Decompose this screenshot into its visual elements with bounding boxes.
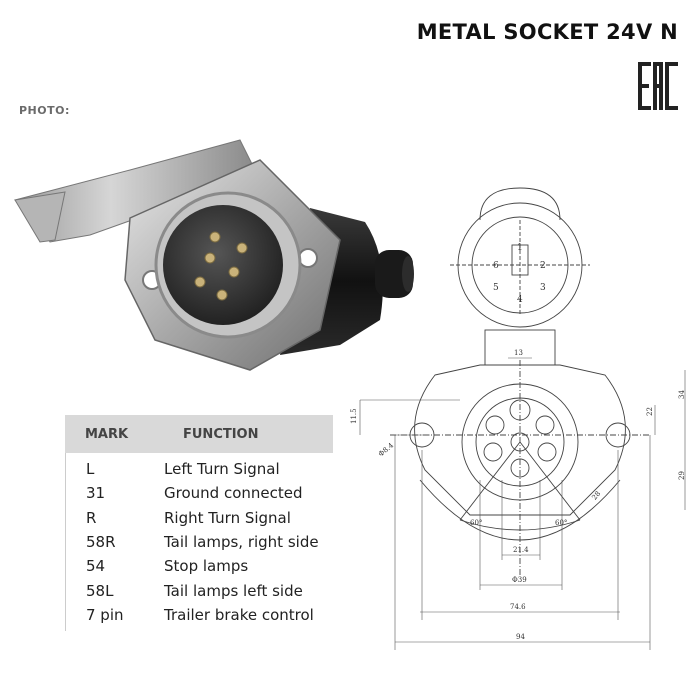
dim-94: 94 [516,633,525,641]
table-row: R Right Turn Signal [66,506,333,530]
header-mark: MARK [85,426,129,442]
eac-certification-mark [638,62,678,110]
table-row: 31 Ground connected [66,481,333,505]
row-function: Tail lamps, right side [164,533,319,552]
dim-22: 22 [646,407,654,416]
header-function: FUNCTION [183,426,259,442]
table-row: L Left Turn Signal [66,457,333,481]
dim-29: 29 [678,471,686,480]
pin-number: 5 [493,283,499,293]
dim-28: 28 [590,490,602,502]
row-mark: R [86,508,97,527]
table-row: 58R Tail lamps, right side [66,530,333,554]
pin-number: 1 [517,243,523,253]
dim-34: 34 [678,390,686,399]
dim-21-4: 21.4 [513,546,529,554]
table-body: L Left Turn Signal 31 Ground connected R… [65,453,333,632]
dim-11-5: 11.5 [350,408,358,424]
dim-hole: Φ8.4 [377,441,395,458]
row-function: Tail lamps left side [164,581,303,600]
row-mark: 54 [86,557,106,576]
row-mark: L [86,460,95,479]
product-title: METAL SOCKET 24V N [416,20,678,44]
row-function: Right Turn Signal [164,508,291,527]
row-function: Left Turn Signal [164,460,280,479]
row-mark: 7 pin [86,605,124,624]
dim-39: Φ39 [512,576,527,584]
pin-number: 4 [517,295,523,305]
socket-photo [14,139,414,371]
row-mark: 31 [86,484,106,503]
row-function: Stop lamps [164,557,249,576]
dim-angle-right: 60° [555,519,567,527]
table-header: MARK FUNCTION [65,415,333,453]
table-row: 54 Stop lamps [66,554,333,578]
row-mark: 58R [86,533,116,552]
table-row: 7 pin Trailer brake control [66,603,333,627]
pin-function-table: MARK FUNCTION L Left Turn Signal 31 Grou… [65,415,333,632]
technical-drawing: 1 2 3 4 5 6 13 11.5 22 34 29 Φ8.4 60° 60… [350,187,686,650]
photo-label: PHOTO: [19,104,70,117]
pin-number: 6 [493,261,499,271]
dim-13: 13 [514,349,523,357]
dim-angle-left: 60° [470,519,482,527]
pin-number: 3 [540,283,546,293]
row-function: Trailer brake control [164,605,314,624]
dim-74-6: 74.6 [510,603,526,611]
pin-number: 2 [540,261,546,271]
table-row: 58L Tail lamps left side [66,578,333,602]
row-function: Ground connected [164,484,303,503]
row-mark: 58L [86,581,114,600]
